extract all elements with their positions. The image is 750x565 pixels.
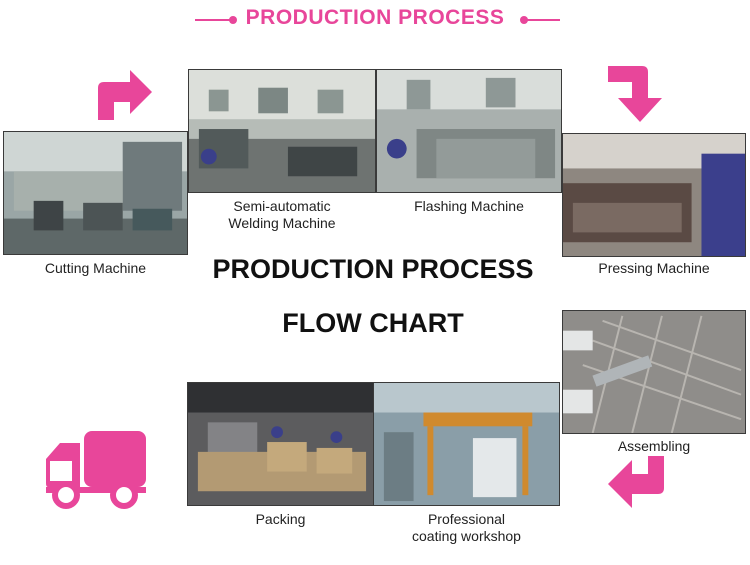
photo-packing	[187, 382, 374, 506]
photo-flashing-machine	[376, 69, 562, 193]
step-label: Cutting Machine	[44, 260, 147, 276]
caption-cutting-machine: Cutting Machine	[3, 260, 188, 277]
caption-packing: Packing	[187, 511, 374, 528]
header-title: PRODUCTION PROCESS	[245, 6, 505, 29]
truck-icon	[40, 425, 152, 511]
step-label: Semi-automatic	[233, 198, 331, 214]
photo-coating-workshop	[373, 382, 560, 506]
arrow-down-icon	[606, 62, 668, 124]
photo-assembling	[562, 310, 746, 434]
arrow-left-icon	[606, 454, 668, 512]
center-title-line2: FLOW CHART	[282, 308, 464, 338]
caption-pressing-machine: Pressing Machine	[562, 260, 746, 277]
step-label: Flashing Machine	[414, 198, 524, 214]
step-label: Assembling	[617, 438, 691, 454]
step-label: Pressing Machine	[598, 260, 710, 276]
header-line-left	[195, 19, 233, 21]
caption-welding-machine: Semi-automatic Welding Machine	[188, 198, 376, 232]
step-label: Packing	[255, 511, 306, 527]
photo-cutting-machine	[3, 131, 188, 255]
step-label-2: coating workshop	[412, 528, 521, 544]
photo-pressing-machine	[562, 133, 746, 257]
caption-assembling: Assembling	[562, 438, 746, 455]
arrow-right-icon	[92, 62, 156, 122]
caption-coating-workshop: Professional coating workshop	[373, 511, 560, 545]
step-label-2: Welding Machine	[228, 215, 336, 231]
header-line-right	[524, 19, 560, 21]
step-label: Professional	[427, 511, 506, 527]
header-dot-left	[229, 16, 237, 24]
photo-welding-machine	[188, 69, 376, 193]
caption-flashing-machine: Flashing Machine	[376, 198, 562, 215]
center-title-line1: PRODUCTION PROCESS	[212, 254, 534, 284]
